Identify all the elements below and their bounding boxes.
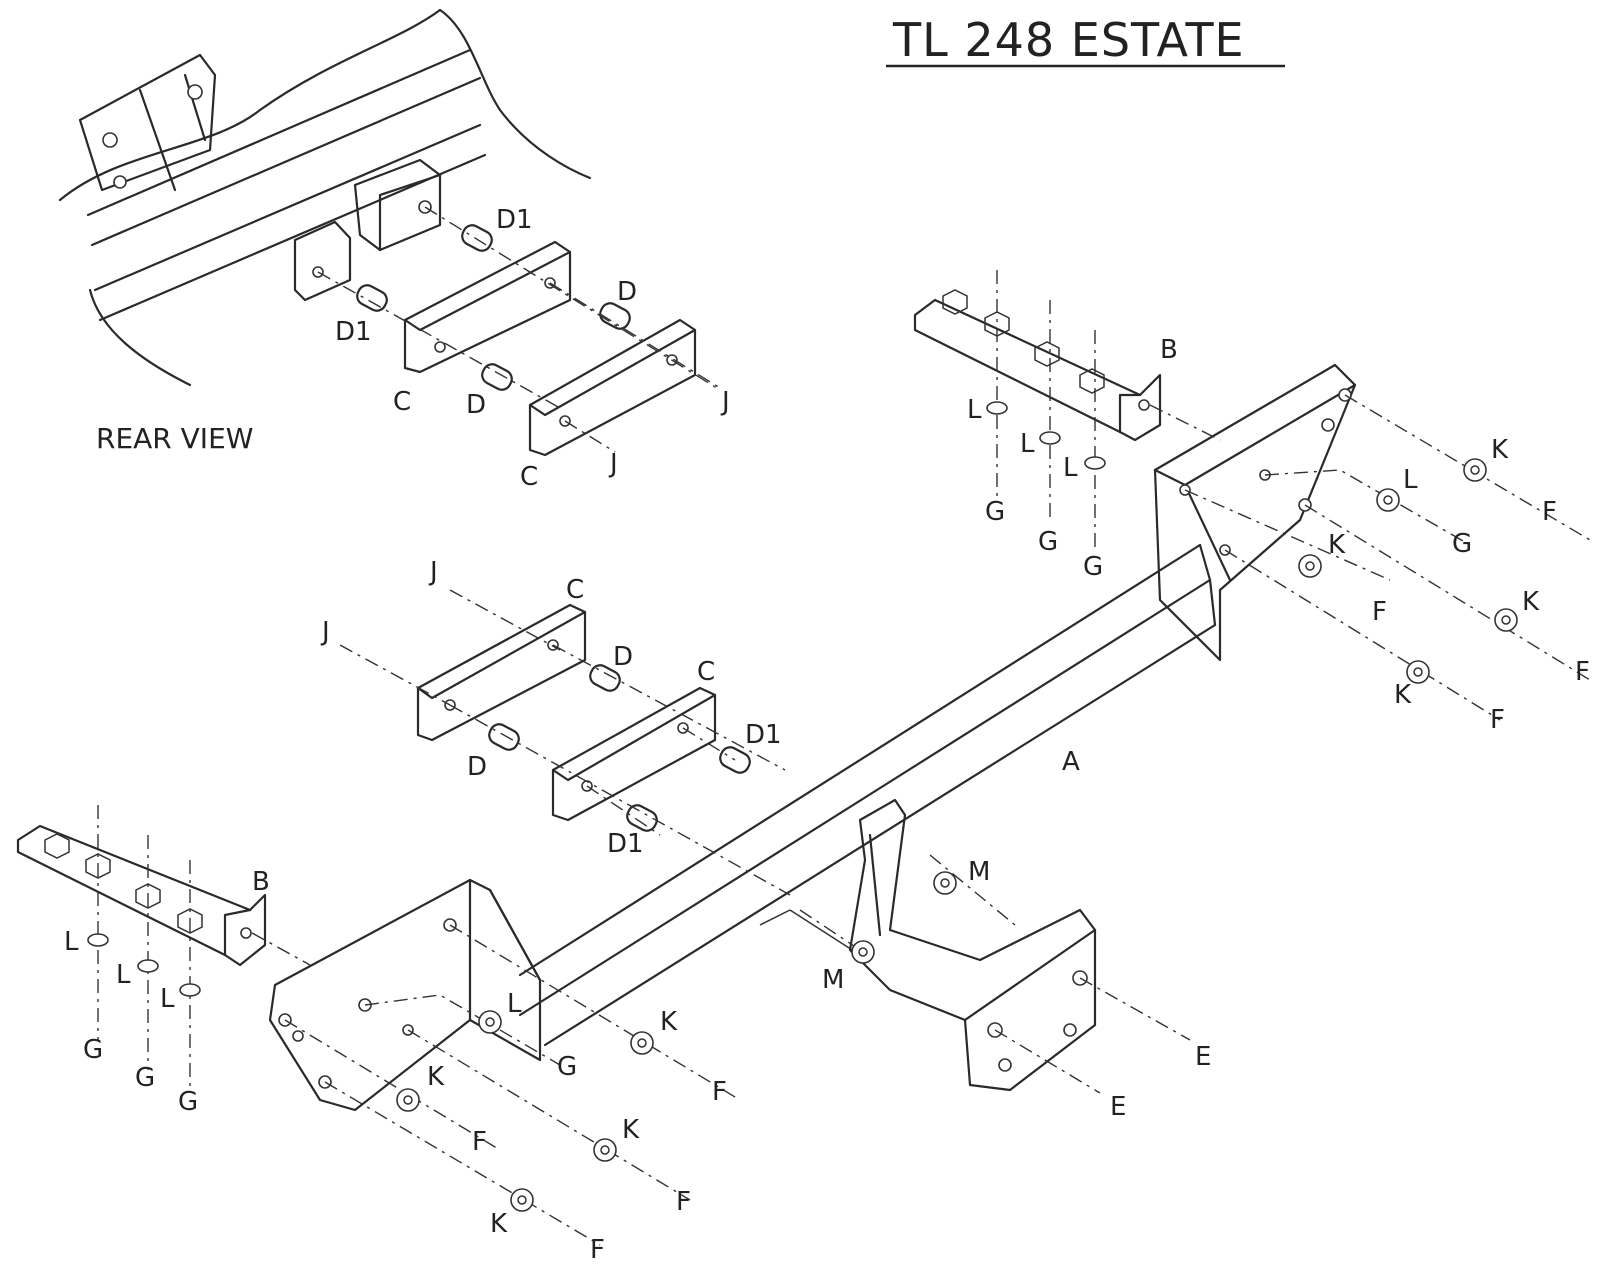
label-f: F (1542, 497, 1557, 527)
label-d: D (466, 390, 486, 420)
right-bracket-b (913, 270, 1221, 550)
label-g: G (1083, 552, 1103, 582)
label-l: L (967, 395, 982, 425)
label-g: G (1452, 529, 1472, 559)
label-l: L (116, 960, 131, 990)
label-l: L (1403, 465, 1418, 495)
label-l: L (1020, 429, 1035, 459)
label-k: K (490, 1209, 508, 1239)
label-g: G (1038, 527, 1058, 557)
label-e: E (1110, 1092, 1126, 1122)
label-g: G (135, 1063, 155, 1093)
label-m: M (822, 965, 844, 995)
left-side-plate (268, 878, 542, 1112)
right-side-plate (1153, 363, 1357, 662)
label-d1: D1 (607, 829, 644, 859)
label-k: K (427, 1062, 445, 1092)
label-m: M (968, 857, 990, 887)
front-spacer-group (339, 589, 791, 896)
label-c: C (520, 462, 538, 492)
ball-mount-fasteners (799, 854, 1191, 1094)
rear-view-inset (58, 8, 721, 457)
label-k: K (1328, 530, 1346, 560)
label-f: F (472, 1127, 487, 1157)
rear-view-label: REAR VIEW (96, 422, 253, 455)
label-k: K (1491, 435, 1509, 465)
label-l: L (1063, 453, 1078, 483)
label-l: L (507, 989, 522, 1019)
label-d1: D1 (335, 317, 372, 347)
label-k: K (622, 1115, 640, 1145)
label-c: C (393, 387, 411, 417)
label-e: E (1195, 1042, 1211, 1072)
left-plate-fasteners (284, 924, 741, 1246)
label-g: G (83, 1035, 103, 1065)
label-f: F (590, 1235, 605, 1264)
crossbar-a (518, 543, 1217, 1047)
label-a: A (1062, 747, 1080, 777)
label-f: F (1490, 705, 1505, 735)
label-k: K (1394, 680, 1412, 710)
label-j: J (428, 557, 438, 587)
label-g: G (557, 1052, 577, 1082)
label-f: F (712, 1077, 727, 1107)
label-l: L (64, 927, 79, 957)
label-d1: D1 (745, 720, 782, 750)
label-f: F (1575, 657, 1590, 687)
label-f: F (676, 1187, 691, 1217)
label-g: G (178, 1087, 198, 1117)
left-bracket-b (16, 805, 311, 1090)
label-l: L (160, 984, 175, 1014)
label-k: K (660, 1007, 678, 1037)
label-f: F (1372, 597, 1387, 627)
label-d: D (613, 642, 633, 672)
label-j: J (320, 617, 330, 647)
tow-ball-mount (759, 798, 1097, 1092)
label-k: K (1522, 587, 1540, 617)
diagram-title: TL 248 ESTATE (892, 13, 1245, 67)
label-d: D (617, 277, 637, 307)
label-d1: D1 (496, 205, 533, 235)
label-g: G (985, 497, 1005, 527)
label-d: D (467, 752, 487, 782)
label-b: B (252, 867, 270, 897)
right-plate-fasteners (1184, 394, 1591, 721)
label-c: C (697, 657, 715, 687)
label-j: J (720, 387, 730, 417)
label-c: C (566, 575, 584, 605)
label-b: B (1160, 335, 1178, 365)
label-j: J (608, 449, 618, 479)
